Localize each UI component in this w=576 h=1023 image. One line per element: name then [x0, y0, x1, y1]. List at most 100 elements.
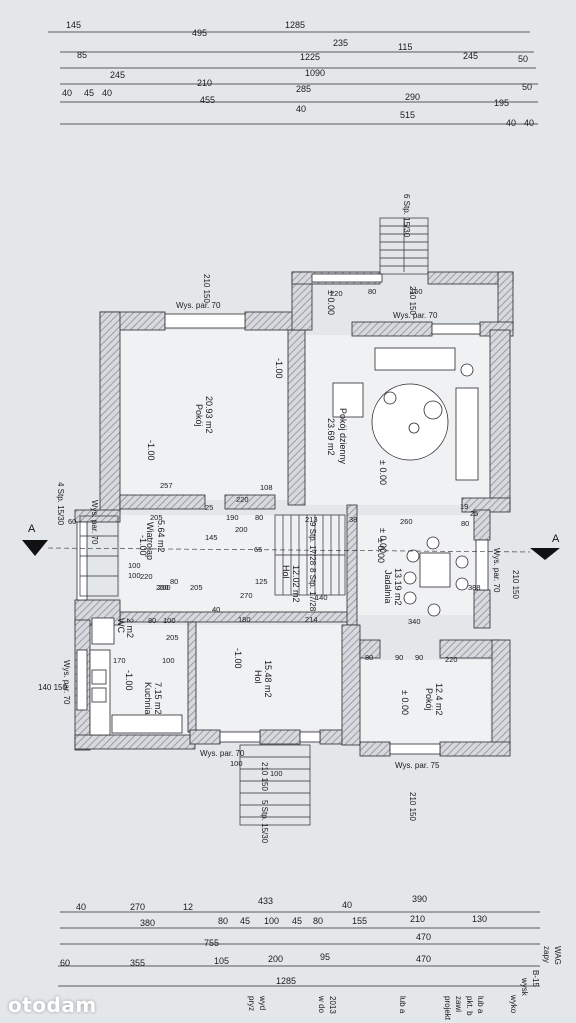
inner-dim: 220 [445, 655, 458, 664]
inner-dim: 260 [400, 517, 413, 526]
window-sizes: 210 150 210 150 210 150 210 150 140 150 … [38, 274, 520, 821]
inner-dim: 220 [140, 572, 153, 581]
inner-dim: 19 [460, 502, 468, 511]
room-area: 5.64 m2 [156, 520, 166, 553]
dim-label: 40 [296, 104, 306, 114]
sill-label: Wys. par. 70 [393, 311, 438, 320]
footer-note: wyd [258, 995, 267, 1010]
top-dim-labels: 145 495 1285 235 115 245 85 1225 50 245 … [62, 20, 534, 128]
dim-label: 195 [494, 98, 509, 108]
inner-dim: 38 [349, 515, 357, 524]
window-size: 210 150 [202, 274, 211, 303]
dim-label: 45 [240, 916, 250, 926]
dim-label: 210 [197, 78, 212, 88]
inner-dim: 100 [128, 571, 141, 580]
inner-dim: 214 [305, 615, 318, 624]
inner-dim: 25 [470, 509, 478, 518]
sill-labels: Wys. par. 70 Wys. par. 70 Wys. par. 70 W… [62, 301, 501, 770]
room-name: Pokój [194, 404, 204, 427]
room-level: ± 0.00 [376, 538, 386, 563]
room-level: -1.00 [233, 648, 243, 669]
dim-label: 355 [130, 958, 145, 968]
inner-dim: 145 [205, 533, 218, 542]
dim-label: 470 [416, 932, 431, 942]
inner-dim: 200 [235, 525, 248, 534]
inner-dim: 80 [170, 577, 178, 586]
dim-label: 380 [140, 918, 155, 928]
inner-dim: 220 [330, 289, 343, 298]
footer-notes: WAG zapy B-15 wysk wyko lub a pkt. b zaw… [247, 946, 562, 1021]
room-name: Jadalnia [383, 570, 393, 604]
stair-label: 8 Stp. 17/28 [308, 568, 317, 612]
footer-note: pryz [247, 996, 256, 1011]
inner-dim: 100 [162, 656, 175, 665]
sill-label: Wys. par. 70 [200, 749, 245, 758]
room-area: 12.4 m2 [434, 683, 444, 716]
room-level: ± 0.00 [378, 460, 388, 485]
dim-label: 290 [405, 92, 420, 102]
dim-label: 50 [522, 82, 532, 92]
footer-note: WAG [553, 946, 562, 965]
dim-label: 155 [352, 916, 367, 926]
dim-label: 40 [524, 118, 534, 128]
dim-label: 60 [60, 958, 70, 968]
inner-dim: 270 [240, 591, 253, 600]
room-level: -1.00 [124, 670, 134, 691]
inner-dim: 25 [205, 503, 213, 512]
dim-label: 40 [76, 902, 86, 912]
room-area: 13.19 m2 [393, 568, 403, 606]
inner-dim: 200 [158, 583, 171, 592]
inner-dim: 80 [148, 616, 156, 625]
room-level: ± 0.00 [400, 690, 410, 715]
dim-label: 470 [416, 954, 431, 964]
sofa [374, 347, 456, 371]
room-name: Pokój dzienny [338, 408, 348, 465]
dim-label: 390 [412, 894, 427, 904]
watermark-logo: otodam [8, 993, 97, 1017]
footer-note: pkt. b [465, 996, 474, 1016]
inner-dim: 65 [254, 545, 262, 554]
dim-label: 200 [268, 954, 283, 964]
dim-label: 1285 [285, 20, 305, 30]
room-level: -1.00 [274, 358, 284, 379]
dim-label: 115 [398, 42, 412, 52]
inner-dim: 257 [160, 481, 173, 490]
window-size: 210 150 [408, 286, 417, 315]
sill-label: Wys. par. 75 [395, 761, 440, 770]
dim-label: 755 [204, 938, 219, 948]
inner-dim: 190 [226, 513, 239, 522]
dim-label: 145 [66, 20, 81, 30]
dim-label: 495 [192, 28, 207, 38]
inner-dim: 200 [156, 583, 169, 592]
footer-note: 2013 [328, 996, 337, 1014]
inner-dim: 108 [260, 483, 273, 492]
bottom-dim-labels: 40 270 12 433 40 390 380 80 45 100 45 80… [60, 894, 487, 986]
inner-dims: 220 80 150 257 205 190 80 213 38 108 260… [68, 287, 481, 778]
inner-dim: 180 [238, 615, 251, 624]
footer-note: B-15 [531, 970, 540, 987]
stair-label: 9 Stp. 17/28 [308, 522, 317, 566]
room-area: 15.48 m2 [263, 660, 273, 698]
dim-label: 50 [518, 54, 528, 64]
walls [74, 271, 514, 757]
sofa [455, 387, 479, 481]
dim-label: 100 [264, 916, 279, 926]
sill-label: Wys. par. 70 [90, 500, 99, 545]
dim-label: 105 [214, 956, 229, 966]
footer-note: wyko [509, 994, 518, 1014]
furniture [89, 347, 479, 736]
inner-dim: 340 [408, 617, 421, 626]
dim-label: 40 [342, 900, 352, 910]
stair-labels: 6 Stp. 15/30 4 Stp. 15/30 5 Stp. 15/30 9… [56, 194, 411, 844]
inner-dim: 90 [415, 653, 423, 662]
footer-note: zawi [454, 996, 463, 1012]
dim-label: 210 [410, 914, 425, 924]
dim-label: 433 [258, 896, 273, 906]
inner-dim: 40 [212, 605, 220, 614]
sill-label: Wys. par. 70 [492, 548, 501, 593]
inner-dim: 80 [461, 519, 469, 528]
room-name: Kuchnia [143, 682, 153, 715]
dim-label: 40 [62, 88, 72, 98]
dim-label: 40 [506, 118, 516, 128]
